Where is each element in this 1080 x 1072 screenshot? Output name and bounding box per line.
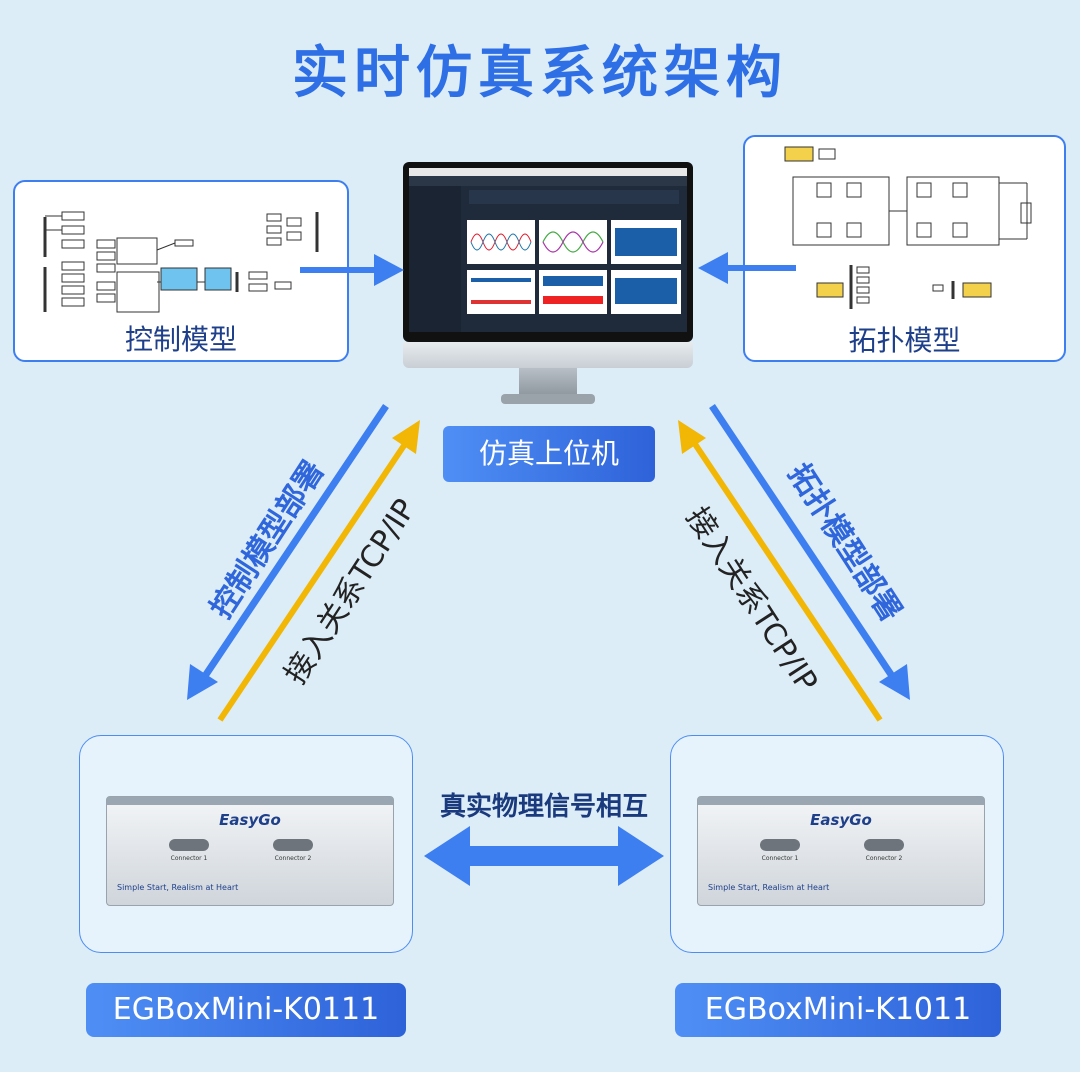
control-deploy-arrow <box>202 404 389 678</box>
connector-1-label: Connector 1 <box>170 855 208 862</box>
connector-1-label: Connector 1 <box>761 855 799 862</box>
control-model-label: 控制模型 <box>124 323 237 356</box>
simulation-software-screen <box>409 168 687 332</box>
exchange-arrowhead-right <box>618 826 664 886</box>
device-box-1: EasyGo Connector 1 Connector 2 Simple St… <box>106 796 394 906</box>
topology-model-card[interactable]: 拓扑模型 <box>743 135 1066 362</box>
topology-model-label: 拓扑模型 <box>848 324 961 357</box>
monitor-screen <box>409 168 687 332</box>
device-top-strip <box>107 797 393 805</box>
exchange-label: 真实物理信号相互 <box>439 792 648 822</box>
connector-1-port <box>169 839 209 851</box>
device-panel-2[interactable]: EasyGo Connector 1 Connector 2 Simple St… <box>670 735 1004 953</box>
monitor-base <box>501 394 595 404</box>
topology-deploy-arrow <box>709 404 895 678</box>
connector-2-label: Connector 2 <box>274 855 312 862</box>
control-model-card[interactable]: 控制模型 <box>13 180 349 362</box>
device-name-badge-1: EGBoxMini-K0111 <box>86 983 406 1037</box>
left-tcp-arrowhead <box>392 420 420 454</box>
connector-1-port <box>760 839 800 851</box>
host-computer <box>403 162 693 408</box>
control-model-diagram <box>43 211 319 313</box>
control-to-host-arrowhead <box>374 254 404 286</box>
page-title: 实时仿真系统架构 <box>292 41 788 106</box>
connector-2-port <box>864 839 904 851</box>
connector-2-label: Connector 2 <box>865 855 903 862</box>
topology-to-host-arrowhead <box>698 252 728 284</box>
exchange-arrowhead-left <box>424 826 470 886</box>
device-slogan-2: Simple Start, Realism at Heart <box>708 883 830 892</box>
device-brand-1: EasyGo <box>219 811 281 829</box>
monitor-stand <box>519 368 577 396</box>
device-top-strip <box>698 797 984 805</box>
monitor-bezel <box>403 162 693 342</box>
left-tcp-arrow <box>217 442 408 722</box>
device-slogan-1: Simple Start, Realism at Heart <box>117 883 239 892</box>
connector-2-port <box>273 839 313 851</box>
topology-model-diagram <box>784 146 1032 309</box>
device-box-2: EasyGo Connector 1 Connector 2 Simple St… <box>697 796 985 906</box>
monitor-chin <box>403 342 693 368</box>
device-panel-1[interactable]: EasyGo Connector 1 Connector 2 Simple St… <box>79 735 413 953</box>
device-name-badge-2: EGBoxMini-K1011 <box>675 983 1001 1037</box>
right-tcp-arrowhead <box>678 420 706 454</box>
topology-deploy-arrowhead <box>879 664 910 700</box>
control-deploy-arrowhead <box>187 664 218 700</box>
host-badge: 仿真上位机 <box>443 426 655 482</box>
right-tcp-arrow <box>692 442 883 722</box>
device-brand-2: EasyGo <box>810 811 872 829</box>
